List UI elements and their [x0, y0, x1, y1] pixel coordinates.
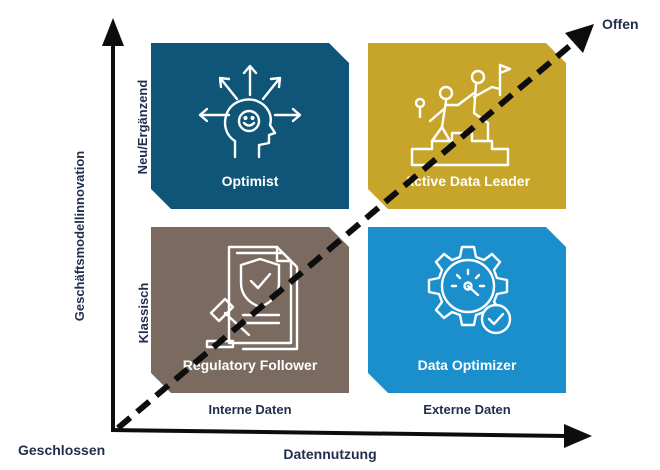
climbing-people-icon: [408, 57, 512, 169]
x-axis-label-left: Interne Daten: [208, 402, 292, 417]
quadrant-label-optimist: Optimist: [221, 173, 279, 189]
quadrant-optimist: Optimist: [151, 43, 349, 209]
x-axis-title: Datennutzung: [283, 446, 377, 462]
diagonal-dashed-line: [116, 41, 574, 431]
optimist-head-icon: [197, 61, 303, 165]
gear-gauge-check-icon: [412, 239, 524, 349]
origin-label: Geschlossen: [18, 442, 106, 458]
y-axis-title: Geschäftsmodellinnovation: [72, 150, 87, 322]
y-axis-label-bottom: Klassisch: [136, 282, 151, 344]
diagonal-end-label: Offen: [602, 16, 639, 32]
y-axis-label-top: Neu/Ergänzend: [135, 79, 150, 175]
x-axis-label-right: Externe Daten: [423, 402, 511, 417]
quadrant-active-data-leader: Active Data Leader: [368, 43, 566, 209]
quadrant-label-regulatory-follower: Regulatory Follower: [182, 357, 318, 373]
quadrant-label-active-data-leader: Active Data Leader: [403, 173, 531, 189]
y-axis-arrowhead: [102, 18, 124, 46]
diagonal-arrowhead: [565, 24, 594, 53]
x-axis-arrowhead: [564, 424, 592, 448]
x-axis: [110, 428, 567, 438]
quadrant-label-data-optimizer: Data Optimizer: [417, 357, 517, 373]
quadrant-data-optimizer: Data Optimizer: [368, 227, 566, 393]
